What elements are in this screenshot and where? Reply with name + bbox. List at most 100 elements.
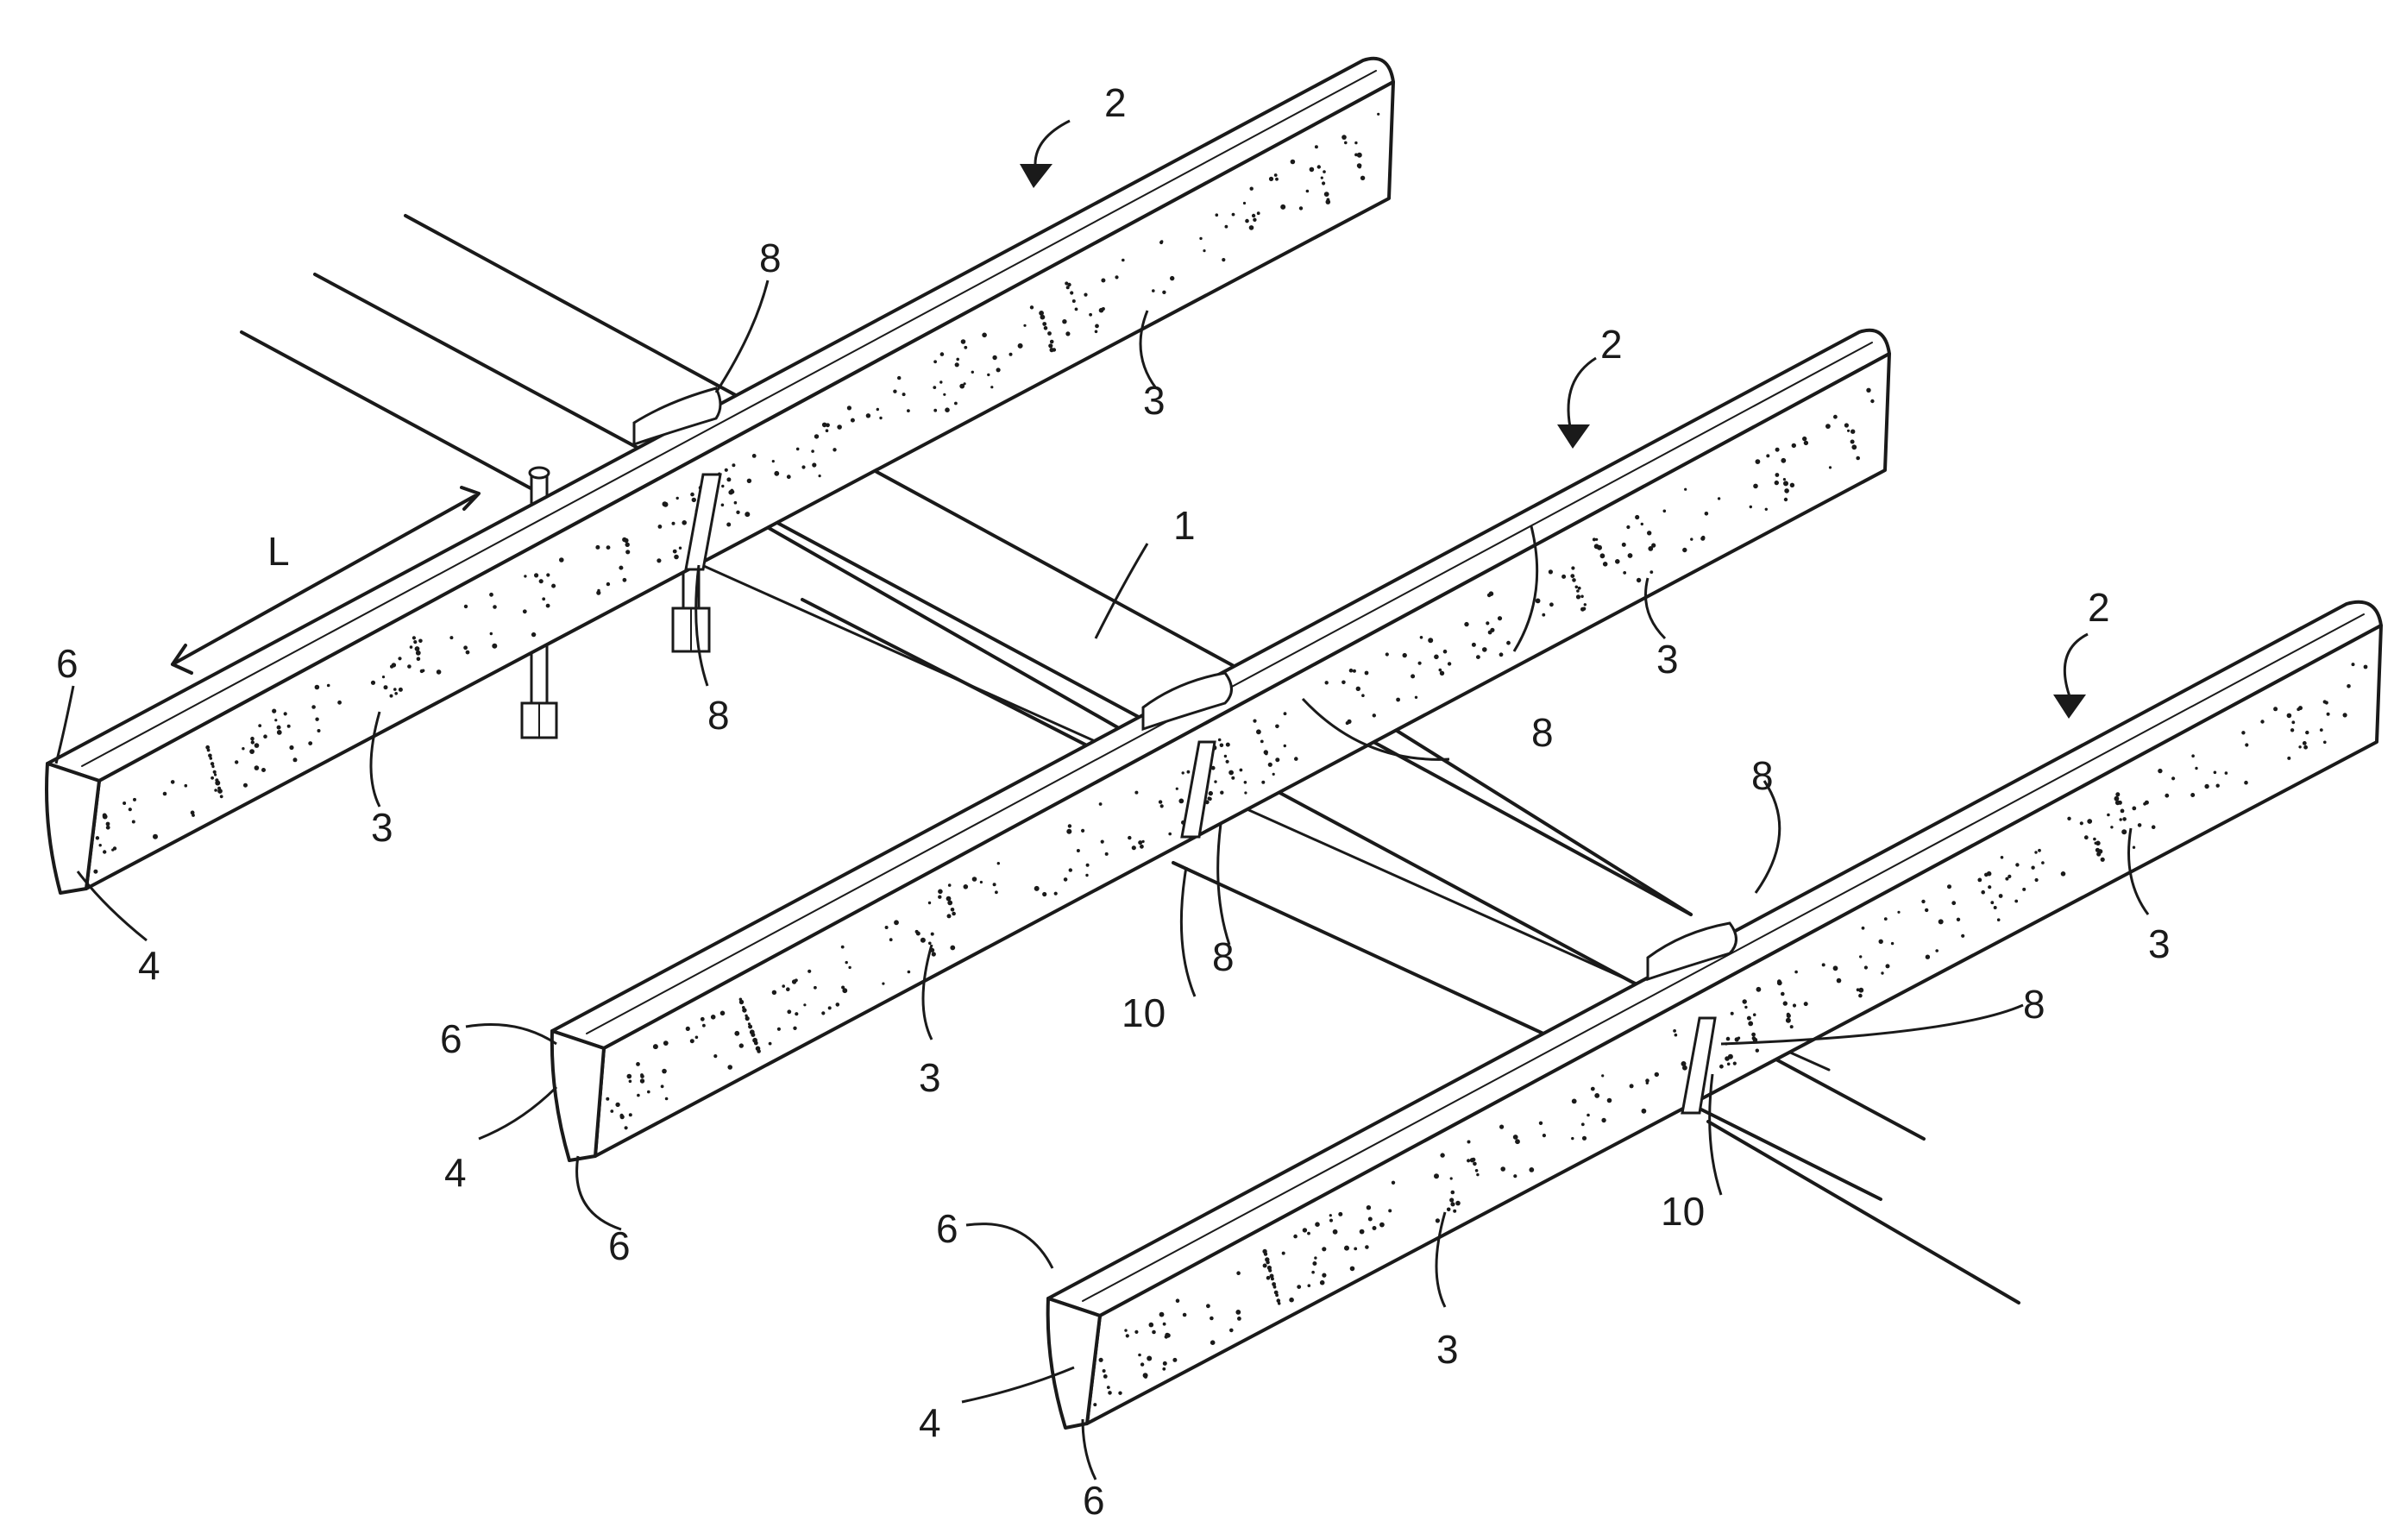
texture-speck (1951, 901, 1957, 906)
texture-speck (1414, 695, 1418, 699)
texture-speck (672, 549, 677, 554)
texture-speck (825, 429, 829, 433)
texture-speck (720, 503, 725, 507)
texture-speck (1342, 680, 1346, 685)
texture-speck (782, 984, 785, 988)
texture-speck (920, 937, 926, 943)
texture-speck (1175, 787, 1178, 790)
texture-speck (1782, 1001, 1788, 1006)
texture-speck (595, 544, 600, 550)
texture-speck (1439, 670, 1445, 676)
texture-speck (409, 645, 413, 649)
texture-speck (1482, 647, 1487, 652)
texture-speck (1305, 189, 1310, 193)
texture-speck (250, 740, 254, 745)
texture-speck (845, 960, 848, 965)
texture-speck (2122, 817, 2127, 821)
texture-speck (1606, 1097, 1612, 1103)
texture-speck (884, 926, 889, 929)
texture-speck (1231, 776, 1235, 780)
texture-speck (1253, 719, 1257, 723)
texture-speck (1268, 176, 1274, 181)
texture-speck (1283, 712, 1287, 716)
texture-speck (1338, 1211, 1343, 1216)
texture-speck (938, 889, 943, 895)
texture-speck (1890, 941, 1894, 946)
texture-speck (1134, 790, 1139, 795)
texture-speck (1993, 906, 1997, 909)
texture-speck (622, 577, 627, 582)
texture-speck (2132, 845, 2136, 849)
texture-speck (1486, 593, 1492, 598)
texture-speck (412, 636, 416, 640)
texture-speck (907, 970, 911, 974)
texture-speck (1391, 1180, 1396, 1185)
texture-speck (206, 748, 210, 752)
texture-speck (381, 676, 386, 679)
texture-speck (1486, 621, 1490, 625)
texture-speck (727, 1065, 732, 1070)
texture-speck (1203, 249, 1206, 253)
texture-speck (1471, 1157, 1476, 1162)
texture-speck (1159, 1311, 1165, 1317)
texture-speck (1322, 1273, 1327, 1278)
texture-speck (1938, 919, 1944, 925)
texture-speck (1102, 1369, 1106, 1373)
texture-speck (791, 979, 797, 984)
texture-speck (1029, 305, 1034, 310)
texture-speck (1615, 559, 1620, 564)
texture-speck (1700, 536, 1706, 541)
texture-speck (1049, 348, 1054, 353)
texture-speck (751, 454, 757, 458)
texture-speck (1170, 275, 1175, 281)
texture-speck (1294, 757, 1298, 761)
texture-speck (1048, 343, 1053, 349)
texture-speck (1863, 965, 1868, 970)
texture-speck (190, 810, 195, 815)
texture-speck (736, 510, 740, 514)
texture-speck (250, 736, 254, 741)
texture-speck (1587, 1113, 1590, 1117)
texture-speck (1727, 1053, 1733, 1059)
texture-speck (1186, 770, 1191, 774)
texture-speck (625, 542, 630, 547)
texture-speck (606, 545, 611, 550)
texture-speck (210, 762, 215, 766)
texture-speck (1535, 598, 1541, 604)
texture-speck (2114, 800, 2121, 806)
texture-speck (1270, 1277, 1274, 1281)
texture-speck (626, 1073, 632, 1079)
texture-speck (105, 821, 110, 827)
texture-speck (1094, 330, 1098, 334)
label-ref-8-d: 8 (1751, 753, 1774, 798)
texture-speck (2022, 887, 2026, 891)
texture-speck (1260, 739, 1264, 744)
texture-speck (2107, 813, 2110, 817)
texture-speck (2100, 857, 2105, 862)
texture-speck (2326, 712, 2330, 716)
texture-speck (393, 688, 397, 691)
texture-speck (551, 583, 556, 588)
texture-speck (1821, 963, 1825, 967)
texture-speck (1178, 798, 1184, 804)
texture-speck (1449, 1197, 1455, 1203)
texture-speck (254, 743, 260, 748)
label-ref-3-a: 3 (1143, 378, 1166, 423)
texture-speck (95, 836, 100, 840)
texture-speck (1289, 1297, 1294, 1303)
texture-speck (1147, 1355, 1153, 1361)
texture-speck (2241, 731, 2246, 735)
texture-speck (1719, 1064, 1724, 1069)
texture-speck (1224, 224, 1228, 229)
texture-speck (1159, 804, 1164, 808)
texture-speck (933, 408, 938, 412)
texture-speck (1039, 311, 1044, 316)
texture-speck (1447, 662, 1452, 666)
texture-speck (1402, 652, 1407, 658)
texture-speck (674, 554, 679, 560)
texture-speck (691, 497, 696, 503)
texture-speck (996, 862, 1001, 865)
texture-speck (846, 405, 852, 411)
texture-speck (283, 712, 287, 716)
texture-speck (1053, 891, 1058, 896)
